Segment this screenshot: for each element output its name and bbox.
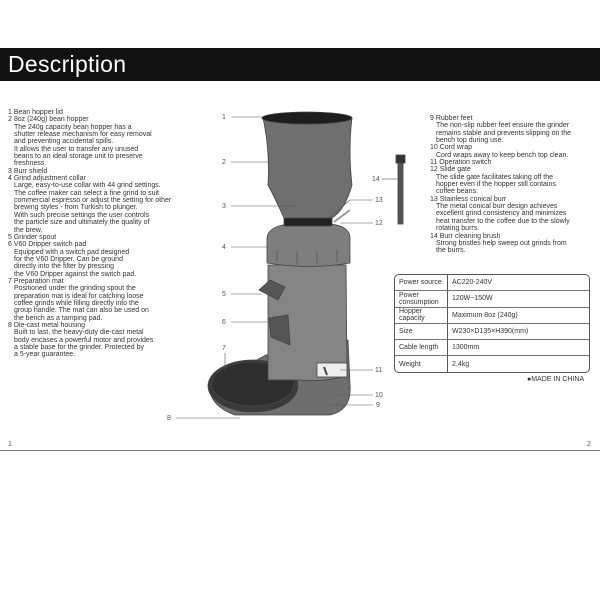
part-title: 7 Preparation mat — [8, 277, 64, 285]
label-1: 1 — [222, 114, 226, 121]
leader-lines — [176, 116, 398, 419]
switch-pad — [268, 314, 291, 346]
label-7: 7 — [222, 345, 226, 352]
made-in-label: ●MADE IN CHINA — [527, 376, 585, 383]
label-11: 11 — [375, 367, 382, 374]
spec-key: Power source — [395, 275, 448, 292]
label-8: 8 — [167, 415, 171, 422]
cleaning-brush — [397, 161, 404, 225]
label-2: 2 — [222, 159, 226, 166]
part-title: 14 Burr cleaning brush — [430, 232, 501, 240]
spec-key: Power consumption — [395, 291, 448, 308]
part-description: Positioned under the grinding spout the … — [14, 285, 149, 322]
part-description: Cord wraps away to keep bench top clean. — [436, 151, 569, 159]
spec-key: Cable length — [395, 340, 448, 357]
spec-value: W230×D135×H390(mm) — [448, 324, 589, 341]
part-title: 1 Bean hopper lid — [8, 109, 63, 116]
label-14: 14 — [372, 176, 380, 183]
part-description: Built to last, the heavy-duty die-cast m… — [14, 329, 154, 359]
footer-divider — [0, 450, 600, 451]
spec-value: 2.4kg — [452, 360, 470, 368]
label-10: 10 — [375, 392, 383, 399]
page-number-left: 1 — [8, 441, 12, 448]
part-description: The non-slip rubber feet ensure the grin… — [436, 122, 572, 145]
part-title: 4 Grind adjustment collar — [8, 175, 86, 183]
part-description: Strong bristles help sweep out grinds fr… — [436, 239, 567, 255]
part-title: 8 Die-cast metal housing — [8, 321, 86, 329]
collar-ridges — [276, 250, 338, 265]
part-title: 10 Cord wrap — [430, 144, 473, 152]
part-title: 11 Operation switch — [430, 159, 492, 167]
spec-key: Hopper capacity — [395, 307, 448, 324]
label-12: 12 — [375, 220, 383, 227]
part-description: Equipped with a switch pad designed for … — [14, 248, 137, 278]
brush-bristles — [395, 154, 406, 164]
spec-key: Weight — [395, 356, 448, 372]
slide-gate — [333, 209, 351, 223]
spec-value: 1300mm — [448, 340, 589, 357]
parts-list-left: 1 Bean hopper lid 2 8oz (240g) bean hopp… — [8, 109, 213, 359]
part-title: 5 Grinder spout — [8, 233, 57, 241]
label-5: 5 — [222, 291, 226, 298]
grinder-spout — [258, 279, 286, 301]
spec-value: Maximum 8oz (240g) — [448, 308, 589, 324]
label-9: 9 — [376, 402, 380, 409]
part-item: 5 Grinder spout — [8, 234, 213, 241]
grind-adjustment-collar — [266, 223, 351, 267]
part-title: 3 Burr shield — [8, 167, 48, 175]
part-title: 13 Stainless conical burr — [430, 195, 507, 203]
part-title: 9 Rubber feet — [430, 115, 473, 122]
table-row: Weight 2.4kg — [395, 356, 589, 372]
part-title: 2 8oz (240g) bean hopper — [8, 116, 89, 124]
switch-lever — [323, 366, 328, 376]
page-title: Description — [8, 51, 127, 77]
part-title: 6 V60 Dripper switch pad — [8, 241, 87, 249]
hopper-lid — [261, 111, 353, 125]
spec-key: Size — [395, 323, 448, 341]
bean-hopper — [262, 117, 353, 219]
label-6: 6 — [222, 319, 226, 326]
part-description: The 240g capacity bean hopper has a shut… — [14, 123, 152, 168]
part-title: 12 Slide gate — [430, 166, 471, 174]
page-header: Description — [0, 48, 600, 81]
spec-value: AC220-240V — [448, 275, 589, 292]
spec-value: 120W~150W — [448, 291, 589, 308]
part-description: Large, easy-to-use collar with 44 grind … — [14, 182, 172, 234]
part-item: 11 Operation switch — [430, 159, 600, 166]
label-3: 3 — [222, 203, 226, 210]
part-description: The slide gate facilitates taking off th… — [436, 173, 556, 196]
part-item: 1 Bean hopper lid — [8, 109, 213, 116]
label-13: 13 — [375, 197, 383, 204]
part-description: The metal conical burr design achieves e… — [436, 203, 570, 233]
part-item: 3 Burr shield — [8, 168, 213, 175]
page-number-right: 2 — [587, 441, 591, 448]
label-4: 4 — [222, 244, 226, 251]
